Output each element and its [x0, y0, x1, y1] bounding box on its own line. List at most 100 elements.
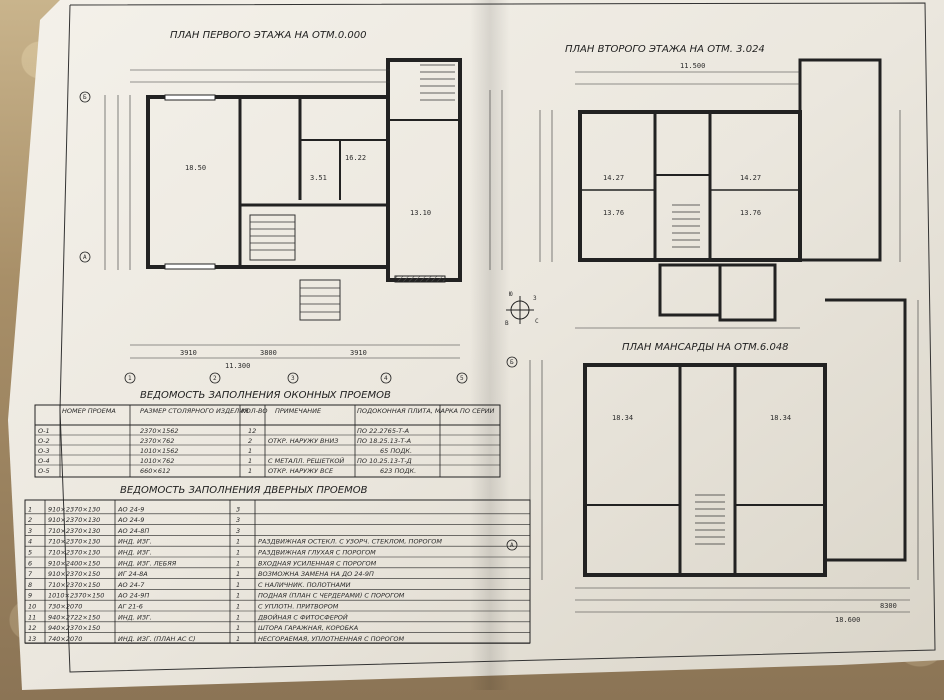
attic-plan: ПЛАН МАНСАРДЫ НА ОТМ.6.048 18.34 18.34	[506, 298, 919, 624]
svg-text:О-5: О-5	[38, 467, 50, 475]
door-schedule-cell: ИНД. ИЗГ. (ПЛАН АС С)	[118, 635, 196, 643]
svg-text:13.76: 13.76	[740, 209, 761, 217]
door-schedule-cell: 1	[236, 603, 240, 611]
svg-text:18.34: 18.34	[612, 414, 633, 422]
svg-text:ОТКР. НАРУЖУ ВСЕ: ОТКР. НАРУЖУ ВСЕ	[268, 467, 334, 475]
svg-text:РАЗМЕР СТОЛЯРНОГО ИЗДЕЛИЯ: РАЗМЕР СТОЛЯРНОГО ИЗДЕЛИЯ	[140, 407, 249, 415]
door-schedule-cell: 2	[28, 516, 32, 524]
svg-text:18.50: 18.50	[185, 164, 206, 172]
svg-text:1: 1	[128, 375, 132, 382]
svg-text:А: А	[510, 542, 514, 549]
svg-text:ПО 22.2765-Т-А: ПО 22.2765-Т-А	[357, 427, 409, 435]
window-schedule: ВЕДОМОСТЬ ЗАПОЛНЕНИЯ ОКОННЫХ ПРОЕМОВ НОМ…	[34, 390, 501, 478]
svg-text:О-2: О-2	[38, 437, 50, 445]
door-schedule-cell: ИГ 24-8А	[118, 570, 148, 578]
door-schedule-cell: 4	[28, 538, 32, 546]
attic-title: ПЛАН МАНСАРДЫ НА ОТМ.6.048	[622, 342, 789, 353]
svg-text:13.10: 13.10	[410, 209, 431, 217]
first-floor-stairs	[249, 214, 341, 321]
door-schedule-cell: С УПЛОТН. ПРИТВОРОМ	[258, 603, 339, 611]
svg-text:18.34: 18.34	[770, 414, 791, 422]
svg-text:О-1: О-1	[38, 427, 50, 435]
door-schedule-cell: 730×2070	[48, 603, 82, 611]
svg-text:О-3: О-3	[38, 447, 50, 455]
door-schedule-cell: ПОДНАЯ (ПЛАН С ЧЕРДЕРАМИ) С ПОРОГОМ	[258, 592, 405, 600]
svg-text:1: 1	[248, 447, 252, 455]
door-schedule-cell: 13	[28, 635, 36, 643]
svg-text:С МЕТАЛЛ. РЕШЕТКОЙ: С МЕТАЛЛ. РЕШЕТКОЙ	[268, 456, 344, 465]
svg-text:ПО 18.25.13-Т-А: ПО 18.25.13-Т-А	[357, 437, 411, 445]
window-schedule-title: ВЕДОМОСТЬ ЗАПОЛНЕНИЯ ОКОННЫХ ПРОЕМОВ	[140, 390, 391, 401]
door-schedule: ВЕДОМОСТЬ ЗАПОЛНЕНИЯ ДВЕРНЫХ ПРОЕМОВ 1 91…	[24, 485, 531, 644]
svg-text:ПОДОКОННАЯ ПЛИТА, МАРКА ПО СЕР: ПОДОКОННАЯ ПЛИТА, МАРКА ПО СЕРИИ	[357, 407, 495, 415]
svg-text:11.300: 11.300	[225, 362, 250, 370]
door-schedule-cell: ИНД. ИЗГ. ЛЕБЯЯ	[118, 559, 177, 567]
door-schedule-cell: 740×2070	[48, 635, 82, 643]
svg-text:2370×762: 2370×762	[140, 437, 174, 445]
door-schedule-cell: 940×2722×150	[48, 613, 100, 621]
drawing-frame	[59, 2, 936, 673]
svg-text:1010×762: 1010×762	[140, 457, 174, 465]
svg-text:3910: 3910	[180, 349, 197, 357]
svg-text:5: 5	[460, 375, 464, 382]
svg-text:14.27: 14.27	[603, 174, 624, 182]
door-schedule-cell: 1	[236, 624, 240, 632]
door-schedule-cell: ШТОРА ГАРАЖНАЯ, КОРОБКА	[258, 624, 358, 632]
svg-text:14.27: 14.27	[740, 174, 761, 182]
door-schedule-cell: 910×2400×150	[48, 559, 100, 567]
door-schedule-cell: 1	[28, 505, 32, 513]
door-schedule-cell: 710×2370×130	[48, 549, 100, 557]
door-schedule-cell: ИНД. ИЗГ.	[118, 549, 152, 557]
door-schedule-cell: ИНД. ИЗГ.	[118, 538, 152, 546]
door-schedule-cell: ДВОЙНАЯ С ФИТОСФЕРОЙ	[257, 612, 348, 621]
door-schedule-cell: ИНД. ИЗГ.	[118, 613, 152, 621]
svg-text:18.600: 18.600	[835, 616, 860, 624]
svg-text:Б: Б	[83, 94, 87, 101]
door-schedule-cell: АО 24-7	[117, 581, 145, 589]
svg-text:Б: Б	[510, 359, 514, 366]
svg-text:З: З	[533, 295, 537, 302]
door-schedule-cell: 1010×2370×150	[48, 592, 104, 600]
door-schedule-cell: 8	[28, 581, 32, 589]
svg-text:12: 12	[248, 427, 256, 435]
svg-text:8300: 8300	[880, 602, 897, 610]
svg-text:3800: 3800	[260, 349, 277, 357]
door-schedule-cell: 940×2370×150	[48, 624, 100, 632]
door-schedule-cell: 1	[236, 559, 240, 567]
door-schedule-cell: 710×2370×130	[48, 527, 100, 535]
door-schedule-cell: 910×2370×150	[48, 570, 100, 578]
door-schedule-cell: 7	[28, 570, 33, 578]
door-schedule-cell: 1	[236, 538, 240, 546]
door-schedule-cell: 1	[236, 549, 240, 557]
door-schedule-cell: 710×2370×150	[48, 581, 100, 589]
svg-text:3910: 3910	[350, 349, 367, 357]
door-schedule-cell: С НАЛИЧНИК. ПОЛОТНАМИ	[258, 581, 351, 589]
svg-text:2370×1562: 2370×1562	[140, 427, 179, 435]
door-schedule-cell: ВХОДНАЯ УСИЛЕННАЯ С ПОРОГОМ	[258, 559, 377, 567]
north-arrow: Ю С З В	[505, 291, 539, 327]
first-floor-plan: ПЛАН ПЕРВОГО ЭТАЖА НА ОТМ.0.000	[79, 30, 503, 384]
door-schedule-cell: АГ 21-6	[117, 603, 143, 611]
door-schedule-cell: 3	[236, 527, 240, 535]
door-schedule-cell: 1	[236, 592, 240, 600]
first-floor-title: ПЛАН ПЕРВОГО ЭТАЖА НА ОТМ.0.000	[170, 30, 366, 41]
door-schedule-cell: 910×2370×130	[48, 505, 100, 513]
first-floor-axes	[79, 91, 468, 384]
second-floor-plan: ПЛАН ВТОРОГО ЭТАЖА НА ОТМ. 3.024 14.27 1…	[539, 44, 901, 329]
door-schedule-cell: АО 24-9	[117, 505, 144, 513]
door-schedule-cell: 10	[28, 603, 36, 611]
door-schedule-cell: 1	[236, 570, 240, 578]
svg-text:КОЛ-ВО: КОЛ-ВО	[241, 407, 268, 415]
svg-text:2: 2	[248, 437, 252, 445]
door-schedule-cell: 5	[28, 549, 32, 557]
door-schedule-cell: ВОЗМОЖНА ЗАМЕНА НА ДО 24-9П	[258, 570, 374, 578]
svg-text:ПРИМЕЧАНИЕ: ПРИМЕЧАНИЕ	[275, 407, 322, 415]
svg-text:С: С	[535, 318, 539, 325]
svg-text:1: 1	[248, 457, 252, 465]
door-schedule-cell: АО 24-9	[117, 516, 144, 524]
door-schedule-cell: 11	[28, 613, 36, 621]
svg-text:65 ПОДК.: 65 ПОДК.	[380, 447, 412, 455]
door-schedule-cell: 3	[236, 516, 240, 524]
door-schedule-title: ВЕДОМОСТЬ ЗАПОЛНЕНИЯ ДВЕРНЫХ ПРОЕМОВ	[120, 485, 368, 496]
